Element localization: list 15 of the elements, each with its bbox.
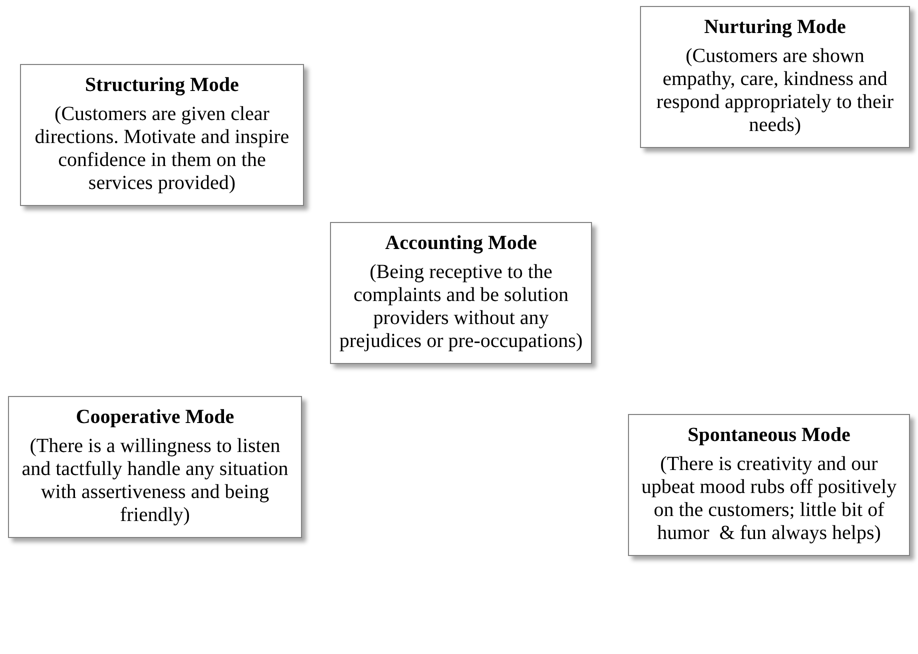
mode-heading: Cooperative Mode	[74, 405, 236, 429]
mode-heading: Structuring Mode	[84, 73, 240, 97]
mode-box	[640, 6, 910, 148]
mode-description: (There is a willingness to listen and tactfully handle any situation with assertiveness and being friendly)	[20, 435, 290, 527]
mode-description: (Customers are shown empathy, care, kindness and respond appropriately to their needs)	[655, 45, 895, 137]
mode-box	[628, 414, 910, 556]
mode-heading: Spontaneous Mode	[686, 423, 852, 447]
mode-box	[8, 396, 302, 538]
mode-box	[330, 222, 592, 364]
mode-heading: Nurturing Mode	[703, 15, 847, 39]
mode-box	[20, 64, 304, 206]
mode-description: (Being receptive to the complaints and be solution providers without any prejudices or pre-occupations)	[338, 261, 584, 353]
mode-heading: Accounting Mode	[384, 231, 538, 255]
mode-description: (There is creativity and our upbeat mood rubs off positively on the customers; little bit of humor & fun always helps)	[640, 453, 898, 545]
mode-description: (Customers are given clear directions. Motivate and inspire confidence in them on the services provided)	[34, 103, 290, 195]
